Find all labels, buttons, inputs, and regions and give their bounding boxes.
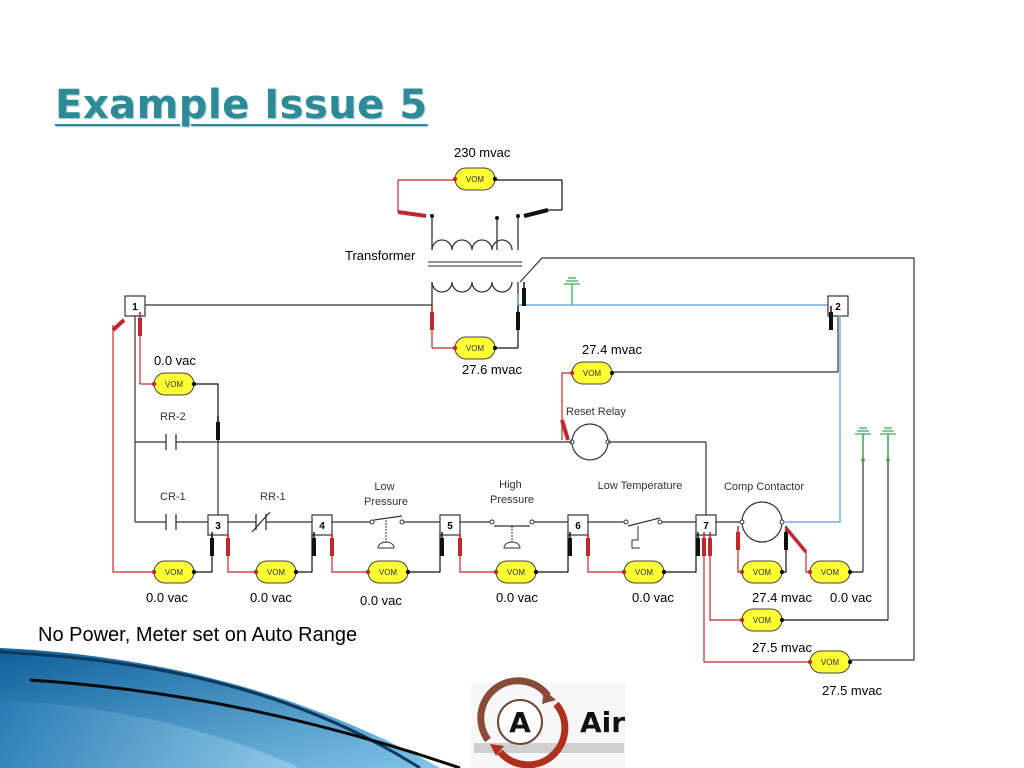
company-logo: A Air: [471, 677, 626, 768]
meter-label: VOM: [466, 344, 485, 353]
ground-symbol-right-b: [880, 427, 896, 620]
logo-text: Air: [580, 706, 625, 739]
reading-comp-contactor: 27.4 mvac: [752, 590, 812, 605]
meter-term6-7: VOM: [621, 560, 667, 584]
terminal-7: 7: [695, 514, 717, 536]
svg-text:6: 6: [575, 521, 581, 532]
logo-letter: A: [509, 706, 531, 739]
reading-term6-7: 0.0 vac: [632, 590, 674, 605]
slide-title: Example Issue 5: [55, 82, 428, 128]
rr2-label: RR-2: [160, 411, 186, 423]
reading-term3-4: 0.0 vac: [250, 590, 292, 605]
meter-label: VOM: [753, 568, 772, 577]
cr1-contact: [165, 514, 177, 530]
meter-label: VOM: [583, 369, 602, 378]
svg-text:3: 3: [215, 521, 221, 532]
reading-comp-ground: 0.0 vac: [830, 590, 872, 605]
svg-text:4: 4: [319, 521, 325, 532]
ground-symbol-top: [564, 277, 580, 305]
slide-caption: No Power, Meter set on Auto Range: [38, 624, 358, 646]
low-pressure-label: Low Pressure: [364, 481, 408, 508]
meter-label: VOM: [753, 616, 772, 625]
meter-term4-5: VOM: [365, 560, 411, 584]
meter-label: VOM: [267, 568, 286, 577]
meter-term5-6: VOM: [493, 560, 539, 584]
meter-label: VOM: [165, 380, 184, 389]
meter-label: VOM: [379, 568, 398, 577]
ground-symbol-right-a: [855, 427, 871, 572]
meter-term7-ground-b: VOM: [807, 650, 853, 674]
reading-term7-ground-b: 27.5 mvac: [822, 683, 882, 698]
reading-transformer-secondary: 27.6 mvac: [462, 362, 522, 377]
meter-term3-4: VOM: [253, 560, 299, 584]
terminal-3: 3: [207, 514, 229, 536]
meter-rr2: VOM: [151, 372, 197, 396]
comp-contactor-label: Comp Contactor: [724, 481, 804, 493]
terminal-1: 1: [124, 295, 146, 317]
meter-label: VOM: [821, 658, 840, 667]
meter-primary: VOM: [452, 167, 498, 191]
meter-comp-contactor: VOM: [739, 560, 785, 584]
meter-term7-ground-a: VOM: [739, 608, 785, 632]
reading-term4-5: 0.0 vac: [360, 593, 402, 608]
reading-transformer-primary: 230 mvac: [454, 145, 511, 160]
svg-text:5: 5: [447, 521, 453, 532]
reading-term5-6: 0.0 vac: [496, 590, 538, 605]
reading-term1-3: 0.0 vac: [146, 590, 188, 605]
meter-label: VOM: [507, 568, 526, 577]
meter-secondary: VOM: [452, 336, 498, 360]
svg-text:7: 7: [703, 521, 709, 532]
decorative-swoosh: [0, 648, 461, 768]
svg-text:2: 2: [835, 302, 841, 313]
high-pressure-switch: [489, 519, 535, 549]
comp-contactor-coil: [741, 501, 783, 543]
rr2-contact: [165, 434, 177, 450]
reading-reset-relay: 27.4 mvac: [582, 342, 642, 357]
terminal-4: 4: [311, 514, 333, 536]
reset-relay-coil: [571, 423, 609, 461]
rr1-label: RR-1: [260, 491, 286, 503]
meter-label: VOM: [821, 568, 840, 577]
meter-label: VOM: [466, 175, 485, 184]
meter-label: VOM: [635, 568, 654, 577]
terminal-6: 6: [567, 514, 589, 536]
cr1-label: CR-1: [160, 491, 186, 503]
reading-rr2: 0.0 vac: [154, 353, 196, 368]
terminal-5: 5: [439, 514, 461, 536]
svg-text:1: 1: [132, 302, 138, 313]
meter-comp-ground: VOM: [807, 560, 853, 584]
transformer-label: Transformer: [345, 248, 416, 263]
transformer: [428, 214, 522, 306]
low-pressure-switch: [369, 515, 405, 549]
low-temperature-switch: [623, 517, 663, 549]
high-pressure-label: High Pressure: [490, 479, 534, 506]
low-temperature-label: Low Temperature: [598, 480, 683, 492]
meter-label: VOM: [165, 568, 184, 577]
reset-relay-label: Reset Relay: [566, 406, 626, 418]
meter-term1-3: VOM: [151, 560, 197, 584]
reading-term7-ground-a: 27.5 mvac: [752, 640, 812, 655]
meter-reset-relay: VOM: [569, 361, 615, 385]
